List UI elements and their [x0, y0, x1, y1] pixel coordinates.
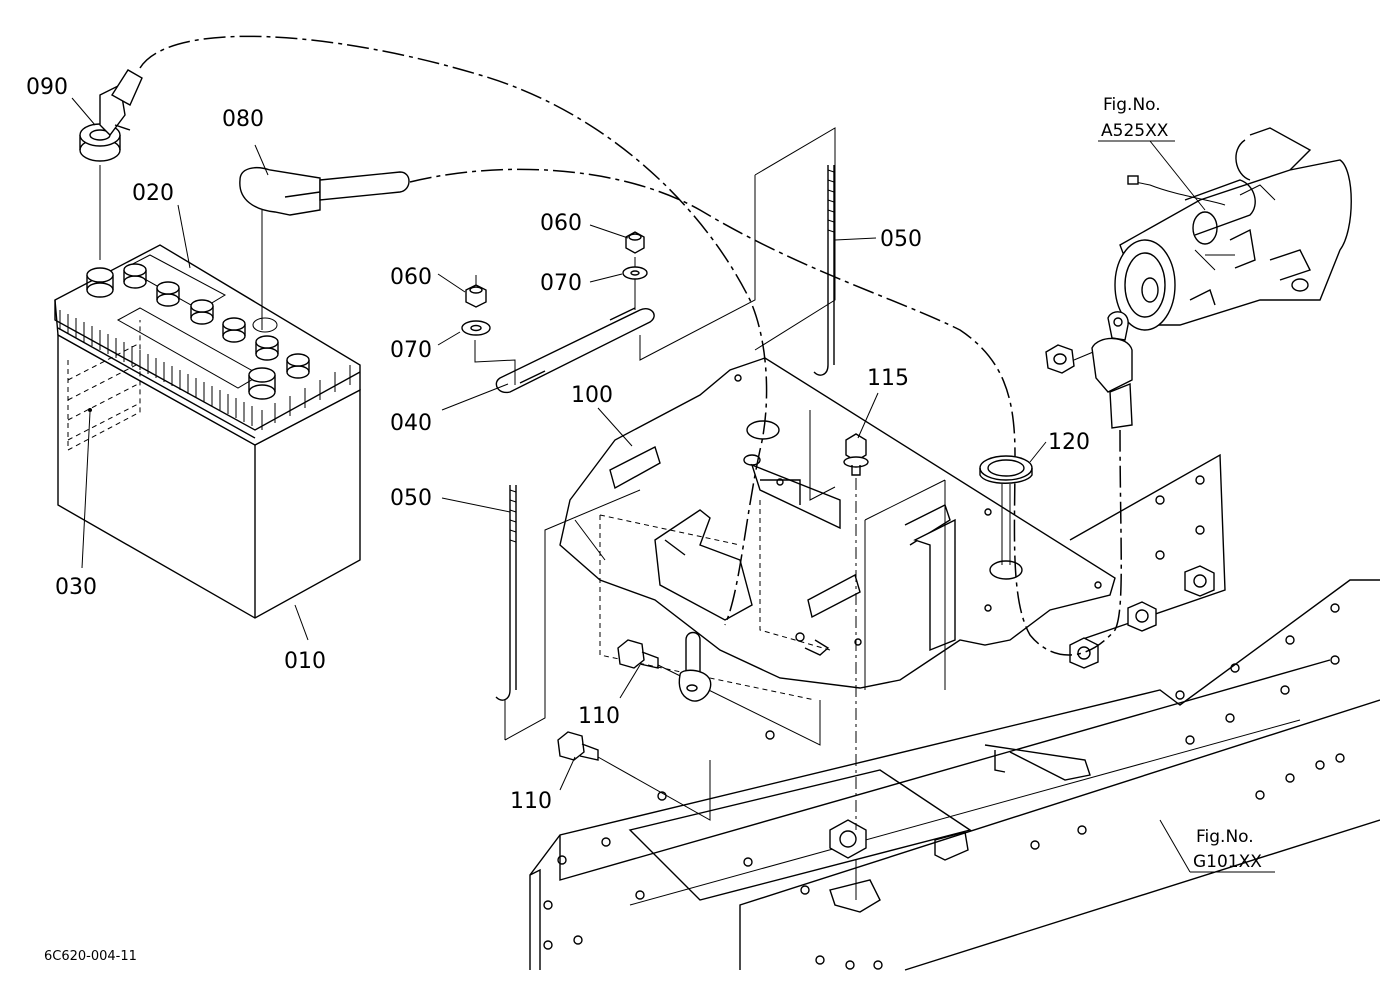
fig-ref-starter-number: A525XX [1101, 121, 1169, 141]
callout-120: 120 [1048, 430, 1090, 455]
leader-lines [71, 97, 1275, 873]
callout-080: 080 [222, 107, 264, 132]
callout-050-left: 050 [390, 486, 432, 511]
callout-060-left: 060 [390, 265, 432, 290]
washer-070-right [622, 266, 648, 280]
callout-020: 020 [132, 181, 174, 206]
starter-motor [1114, 127, 1352, 331]
callout-labels: 090 080 020 030 010 060 070 060 070 040 … [26, 75, 1090, 814]
callout-070-left: 070 [390, 338, 432, 363]
callout-090: 090 [26, 75, 68, 100]
callout-070-right: 070 [540, 271, 582, 296]
ground-terminal [678, 631, 712, 702]
battery-010 [54, 244, 361, 619]
drawing-code: 6C620-004-11 [44, 949, 137, 964]
callout-110-upper: 110 [578, 704, 620, 729]
grommet-120 [979, 455, 1033, 565]
fig-ref-frame-label: Fig.No. [1196, 827, 1254, 847]
callout-040: 040 [390, 411, 432, 436]
callout-100: 100 [571, 383, 613, 408]
negative-terminal-090 [79, 69, 143, 260]
nut-060-left [465, 275, 487, 308]
washer-070-left [461, 320, 491, 336]
fig-ref-starter-label: Fig.No. [1103, 95, 1161, 115]
battery-plate-100 [559, 357, 1116, 701]
hold-bar-040 [474, 257, 655, 394]
nut-060-right [625, 231, 645, 254]
bolt-110-lower [557, 731, 711, 821]
starter-nut [1045, 344, 1099, 374]
callout-030: 030 [55, 575, 97, 600]
rod-050-right [639, 127, 836, 501]
callout-010: 010 [284, 649, 326, 674]
callout-110-lower: 110 [510, 789, 552, 814]
negative-cable [139, 35, 768, 626]
callout-060-right: 060 [540, 211, 582, 236]
callout-115: 115 [867, 366, 909, 391]
bolt-110-upper [617, 639, 821, 746]
callout-050-right: 050 [880, 227, 922, 252]
fig-ref-frame-number: G101XX [1193, 852, 1262, 872]
positive-terminal-080 [239, 167, 410, 330]
positive-cable [409, 168, 1122, 656]
bolt-115 [843, 433, 869, 900]
figure-references: Fig.No. A525XX Fig.No. G101XX [1101, 95, 1262, 872]
starter-cable-terminal [1091, 311, 1133, 429]
rod-050-left [495, 485, 641, 741]
frame-assembly [529, 453, 1380, 971]
